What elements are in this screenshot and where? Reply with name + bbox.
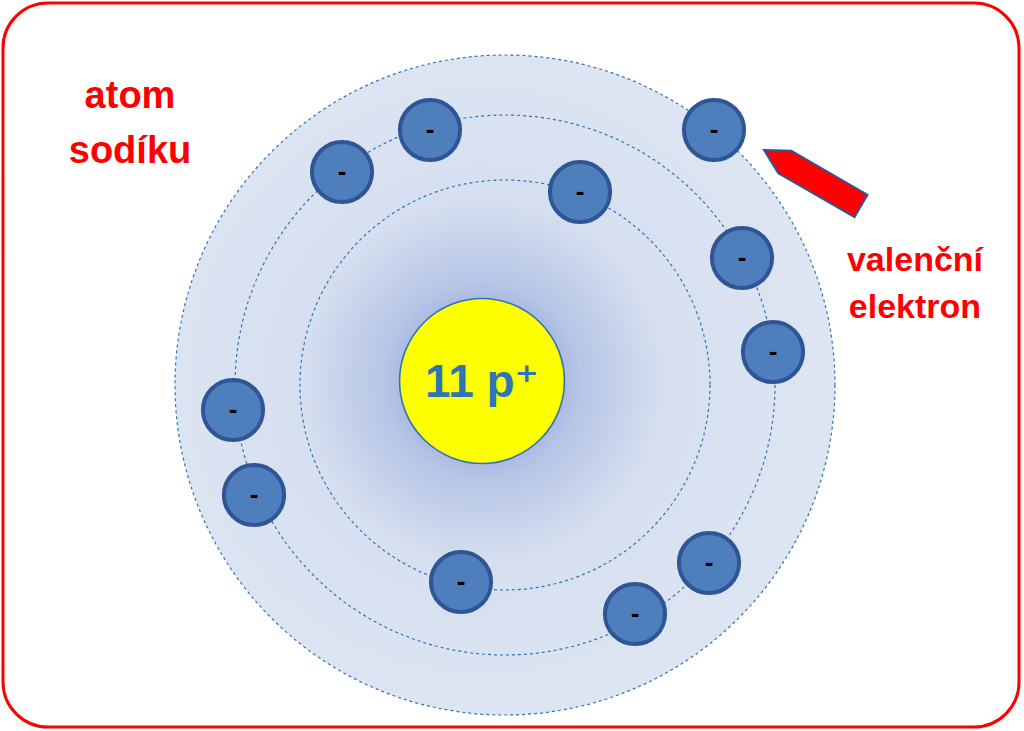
electron-circle: -	[430, 551, 492, 613]
node-texts: -	[223, 464, 285, 526]
electron-circle: -	[604, 583, 666, 645]
node-texts: -	[711, 227, 773, 289]
electron-circle: -	[683, 99, 745, 161]
node-shape	[312, 142, 372, 202]
node-texts: -	[678, 532, 740, 594]
charge-sign: -	[769, 338, 778, 364]
node-shape	[224, 465, 284, 525]
node-shape	[400, 100, 460, 160]
charge-sign: -	[631, 600, 640, 626]
electron-circle: -	[399, 99, 461, 161]
node-texts: -	[399, 99, 461, 161]
node-texts: -	[549, 161, 611, 223]
charge-sign: -	[229, 396, 238, 422]
electron-circle: -	[742, 321, 804, 383]
node-shape	[743, 322, 803, 382]
charge-sign: -	[338, 158, 347, 184]
charge-sign: -	[457, 568, 466, 594]
diagram-title: atom sodíku	[40, 68, 220, 178]
node-shape	[550, 162, 610, 222]
proton-count: 11 p⁺	[425, 358, 539, 404]
electron-circle: -	[311, 141, 373, 203]
node-texts: -	[683, 99, 745, 161]
node-texts: -	[604, 583, 666, 645]
node-shape	[431, 552, 491, 612]
electron-cloud	[175, 55, 835, 715]
node-shape	[203, 380, 263, 440]
charge-sign: -	[705, 549, 714, 575]
callout-label: valenční elektron	[815, 236, 1015, 330]
pointer-arrow	[758, 139, 868, 218]
electron-shell	[235, 115, 775, 655]
electron-circle: -	[223, 464, 285, 526]
nucleus-circle: 11 p⁺	[397, 296, 567, 466]
node-texts: -	[742, 321, 804, 383]
charge-sign: -	[710, 116, 719, 142]
node-texts: 11 p⁺	[397, 296, 567, 466]
charge-sign: -	[426, 116, 435, 142]
electron-circle: -	[678, 532, 740, 594]
node-shape	[605, 584, 665, 644]
electron-circle: -	[202, 379, 264, 441]
node-texts: -	[311, 141, 373, 203]
node-shape	[712, 228, 772, 288]
electron-circle: -	[711, 227, 773, 289]
node-texts: -	[202, 379, 264, 441]
charge-sign: -	[576, 178, 585, 204]
node-shape	[400, 299, 565, 464]
frame	[3, 3, 1019, 727]
electron-shell	[175, 55, 835, 715]
electron-shell	[300, 180, 710, 590]
electron-circle: -	[549, 161, 611, 223]
node-shape	[679, 533, 739, 593]
charge-sign: -	[738, 244, 747, 270]
node-texts: -	[430, 551, 492, 613]
node-shape	[684, 100, 744, 160]
charge-sign: -	[250, 481, 259, 507]
